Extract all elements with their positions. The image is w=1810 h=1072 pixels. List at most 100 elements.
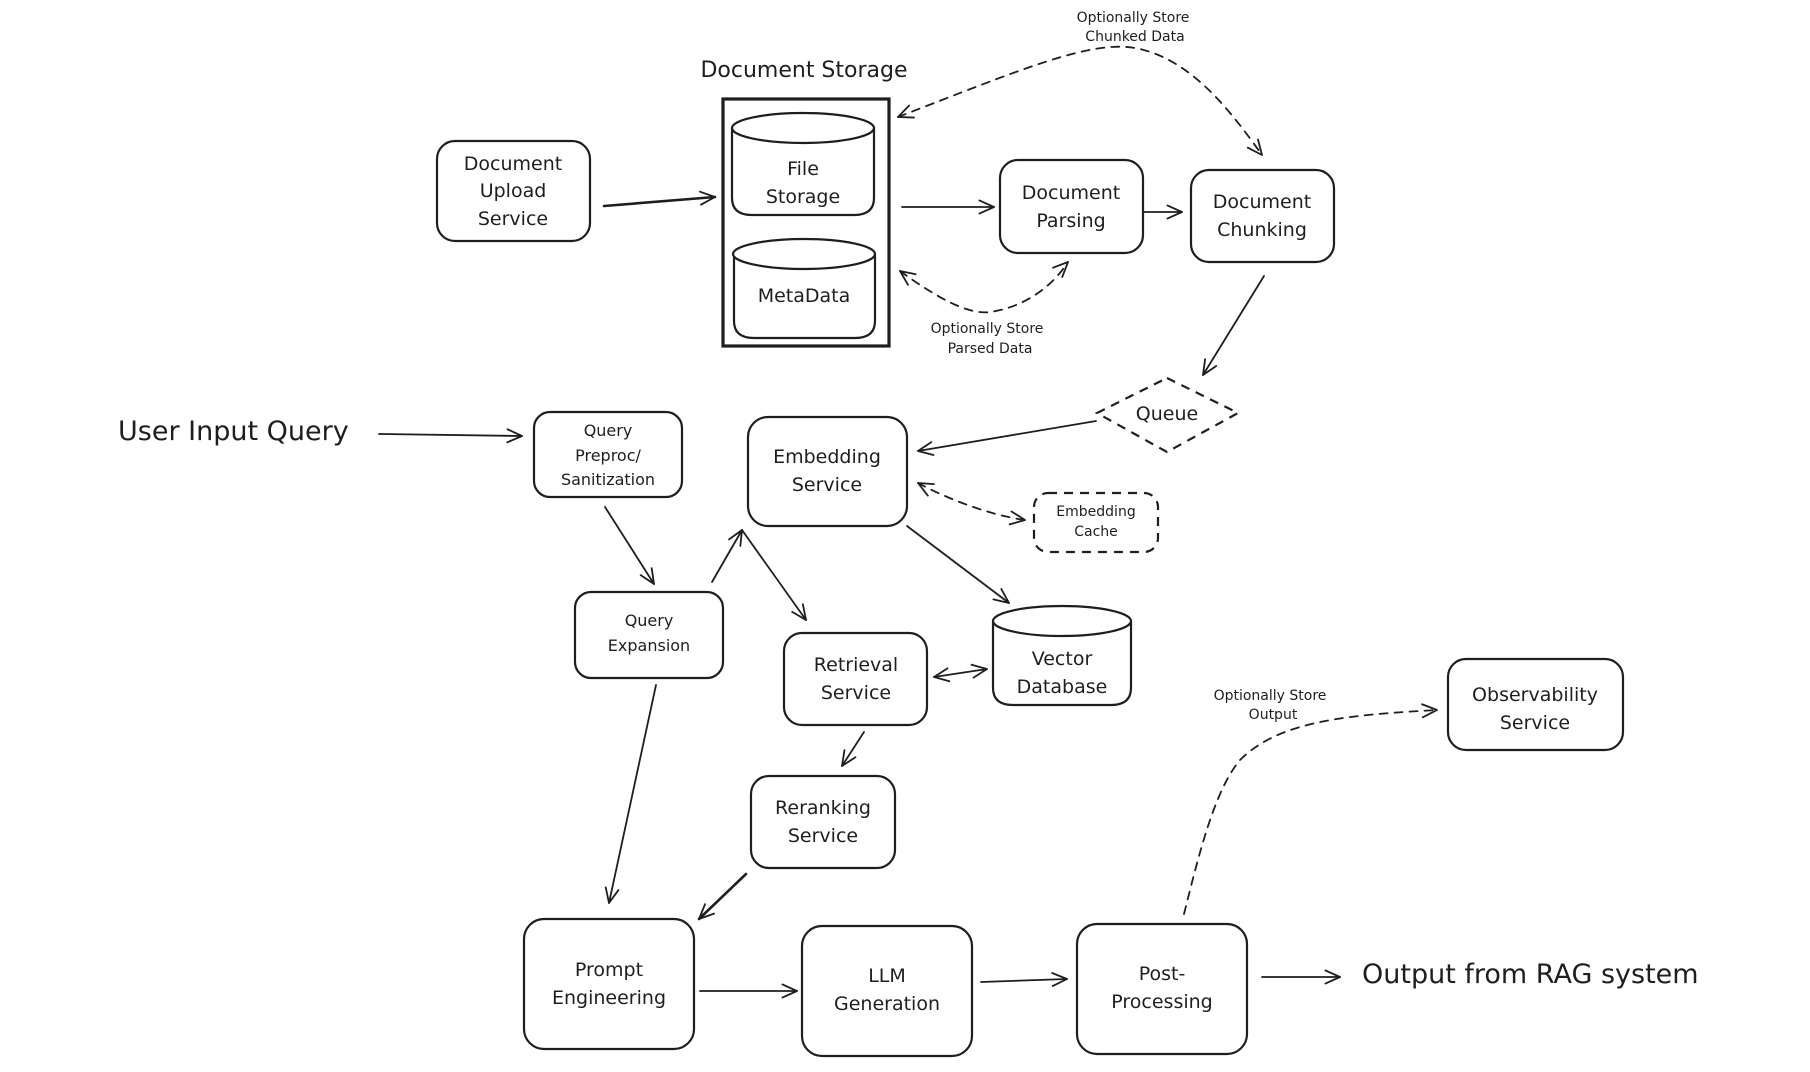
node-document-chunking[interactable]: Document Chunking	[1189, 168, 1336, 264]
edge-query-expansion-to-prompt-engineering[interactable]	[604, 684, 657, 904]
arrowhead-icon	[791, 603, 807, 621]
query-preproc-label-line1: Query	[584, 421, 633, 440]
node-query-expansion[interactable]: Query Expansion	[573, 590, 725, 680]
retrieval-service-label-line2: Service	[821, 682, 891, 704]
edge-embedding-service-to-embedding-cache[interactable]	[917, 482, 1026, 526]
metadata-body	[732, 254, 877, 340]
document-parsing-label-line1: Document	[1022, 182, 1120, 204]
edge-retrieval-service-to-reranking-service[interactable]	[841, 731, 865, 767]
edge-document-storage-to-doc-parsing[interactable]	[901, 199, 995, 215]
node-embedding-service[interactable]: Embedding Service	[746, 415, 909, 528]
edge-user-input-query-to-query-preproc-line[interactable]	[378, 433, 523, 437]
document-upload-label-line1: Document	[464, 153, 562, 175]
edge-doc-parsing-to-document-storage[interactable]	[899, 261, 1069, 314]
edge-query-preproc-to-query-expansion-line[interactable]	[604, 506, 655, 585]
node-reranking-service[interactable]: Reranking Service	[749, 774, 897, 870]
arrowhead-icon	[992, 588, 1010, 604]
arrowhead-icon	[917, 482, 935, 497]
edge-post-processing-to-output-from-rag-system[interactable]	[1261, 969, 1341, 985]
file-storage-body	[730, 128, 876, 217]
query-preproc-label-line3: Sanitization	[561, 470, 655, 489]
arrowhead-icon	[728, 529, 743, 547]
edge-embedding-service-to-vector-database[interactable]	[906, 525, 1010, 604]
edge-label-chunked-line1: Optionally Store	[1077, 10, 1190, 26]
edge-query-expansion-to-embedding-service[interactable]	[711, 529, 743, 583]
arrowhead-icon	[841, 749, 857, 767]
edge-reranking-service-to-prompt-engineering[interactable]	[697, 872, 748, 921]
edge-doc-chunking-to-document-storage-line[interactable]	[897, 45, 1263, 156]
edge-doc-chunking-to-queue[interactable]	[1202, 275, 1265, 376]
node-queue[interactable]: Queue	[1094, 376, 1241, 454]
node-vector-database[interactable]: Vector Database	[991, 604, 1133, 707]
edge-embedding-service-to-retrieval-service-line[interactable]	[741, 529, 807, 621]
node-document-upload-service[interactable]: Document Upload Service	[435, 139, 592, 243]
document-upload-label-line2: Upload	[480, 180, 547, 202]
edge-post-processing-to-observability-service-line[interactable]	[1183, 709, 1438, 915]
edge-doc-upload-to-document-storage[interactable]	[602, 190, 717, 208]
edge-reranking-service-to-prompt-engineering-line[interactable]	[697, 872, 748, 921]
edge-llm-generation-to-post-processing-line[interactable]	[980, 978, 1068, 983]
arrowhead-icon	[699, 190, 716, 206]
edge-label-chunked-line2: Chunked Data	[1085, 29, 1184, 45]
edge-queue-to-embedding-service-line[interactable]	[917, 420, 1097, 452]
vector-database-label-line1: Vector	[1032, 648, 1093, 670]
node-post-processing[interactable]: Post- Processing	[1075, 922, 1249, 1056]
edge-doc-chunking-to-queue-line[interactable]	[1202, 275, 1265, 376]
document-storage-container[interactable]	[721, 97, 891, 348]
node-prompt-engineering[interactable]: Prompt Engineering	[522, 917, 696, 1051]
post-processing-label-line1: Post-	[1139, 963, 1186, 985]
document-chunking-box	[1189, 168, 1336, 264]
arrowhead-icon	[506, 428, 523, 444]
edge-embedding-service-to-retrieval-service[interactable]	[741, 529, 807, 621]
embedding-cache-label-line2: Cache	[1074, 524, 1118, 540]
llm-generation-label-line1: LLM	[868, 965, 906, 987]
llm-generation-box	[800, 924, 974, 1058]
node-llm-generation[interactable]: LLM Generation	[800, 924, 974, 1058]
queue-diamond	[1094, 376, 1241, 454]
retrieval-service-label-line1: Retrieval	[814, 654, 898, 676]
embedding-cache-box	[1032, 491, 1160, 554]
edge-query-expansion-to-prompt-engineering-line[interactable]	[608, 684, 657, 904]
edge-doc-parsing-to-document-storage-line[interactable]	[899, 261, 1069, 314]
document-storage-group[interactable]: Document Storage	[700, 58, 908, 348]
edge-post-processing-to-observability-service[interactable]	[1183, 703, 1438, 915]
prompt-engineering-label-line1: Prompt	[575, 959, 643, 981]
node-query-preproc[interactable]: Query Preproc/ Sanitization	[532, 410, 684, 499]
retrieval-service-box	[782, 631, 929, 727]
vector-database-label-line2: Database	[1017, 676, 1108, 698]
node-retrieval-service[interactable]: Retrieval Service	[782, 631, 929, 727]
edge-embedding-service-to-embedding-cache-line[interactable]	[917, 482, 1026, 521]
arrowhead-icon	[917, 441, 935, 456]
edge-query-preproc-to-query-expansion[interactable]	[604, 506, 655, 585]
edge-retrieval-service-to-vector-database[interactable]	[933, 663, 988, 683]
arrowhead-icon	[899, 270, 917, 286]
reranking-service-box	[749, 774, 897, 870]
edge-embedding-service-to-vector-database-line[interactable]	[906, 525, 1010, 604]
edge-doc-parsing-to-doc-chunking[interactable]	[1143, 204, 1183, 220]
edge-retrieval-service-to-vector-database-line[interactable]	[933, 668, 988, 678]
arrowhead-icon	[970, 663, 988, 679]
edge-label-chunked: Optionally Store Chunked Data	[1077, 10, 1190, 45]
query-preproc-box	[532, 410, 684, 499]
edge-retrieval-service-to-reranking-service-line[interactable]	[841, 731, 865, 767]
arrowhead-icon	[1202, 358, 1218, 376]
node-file-storage[interactable]: File Storage	[730, 111, 876, 217]
edge-llm-generation-to-post-processing[interactable]	[980, 972, 1068, 987]
embedding-cache-label-line1: Embedding	[1056, 504, 1135, 520]
arrowhead-icon	[978, 199, 995, 215]
node-embedding-cache[interactable]: Embedding Cache	[1032, 491, 1160, 554]
document-parsing-label-line2: Parsing	[1036, 210, 1105, 232]
edge-query-expansion-to-embedding-service-line[interactable]	[711, 529, 743, 583]
edge-queue-to-embedding-service[interactable]	[917, 420, 1097, 456]
edge-doc-upload-to-document-storage-line[interactable]	[602, 195, 717, 208]
post-processing-label-line2: Processing	[1111, 991, 1212, 1013]
node-document-parsing[interactable]: Document Parsing	[998, 158, 1145, 255]
arrowhead-icon	[1324, 969, 1341, 985]
edge-prompt-engineering-to-llm-generation[interactable]	[699, 983, 798, 999]
document-storage-title: Document Storage	[700, 58, 907, 83]
edge-user-input-query-to-query-preproc[interactable]	[378, 428, 523, 444]
node-observability-service[interactable]: Observability Service	[1446, 657, 1625, 752]
edge-label-parsed: Optionally Store Parsed Data	[931, 321, 1044, 357]
node-metadata[interactable]: MetaData	[731, 237, 877, 340]
edge-doc-chunking-to-document-storage[interactable]	[897, 45, 1263, 156]
